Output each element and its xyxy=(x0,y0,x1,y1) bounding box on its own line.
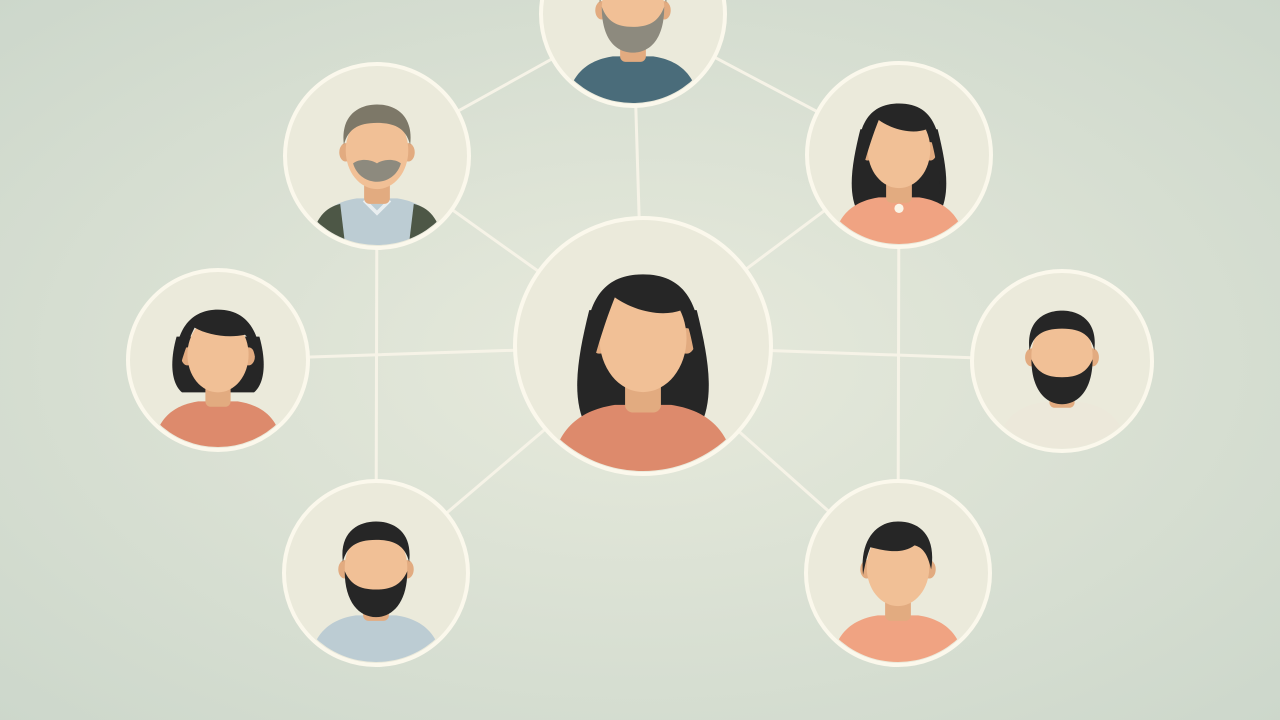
avatar-figure xyxy=(997,310,1127,448)
shirt xyxy=(153,401,283,447)
beard xyxy=(344,571,408,618)
person-node-center-woman xyxy=(513,216,773,476)
bearded-man-avatar-icon xyxy=(566,0,700,103)
hair-top xyxy=(1029,310,1095,351)
woman-long-hair-avatar-icon xyxy=(550,274,736,471)
shirt xyxy=(309,615,443,662)
bearded-man-avatar-icon xyxy=(309,521,443,662)
hair-front xyxy=(857,103,941,185)
hair-front xyxy=(175,309,261,380)
hair-top xyxy=(343,104,411,145)
collar xyxy=(362,198,392,216)
avatar-figure xyxy=(153,309,283,447)
shirt xyxy=(997,402,1127,448)
mustache xyxy=(353,159,401,182)
hair-front xyxy=(862,521,933,575)
bearded-man-avatar-icon xyxy=(997,310,1127,448)
woman-bob-hair-avatar-icon xyxy=(153,309,283,447)
shirt xyxy=(566,56,700,103)
person-nodes xyxy=(126,0,1154,667)
woman-short-hair-avatar-icon xyxy=(831,521,965,662)
person-node-right-man xyxy=(970,269,1154,453)
person-node-upper-right-woman xyxy=(805,61,993,249)
person-node-lower-right-woman xyxy=(804,479,992,667)
avatar-figure xyxy=(832,103,966,244)
face xyxy=(344,528,408,607)
person-node-top-man xyxy=(539,0,727,108)
shirt xyxy=(831,615,965,662)
person-node-upper-left-man xyxy=(283,62,471,250)
avatar-figure xyxy=(309,521,443,662)
avatar-figure xyxy=(550,274,736,471)
shirt xyxy=(832,197,966,244)
woman-long-hair-avatar-icon xyxy=(832,103,966,244)
avatar-figure xyxy=(831,521,965,662)
beard xyxy=(601,6,665,53)
hair-front xyxy=(584,274,702,387)
face xyxy=(1031,317,1093,394)
beard xyxy=(1031,359,1093,405)
necklace-pendant xyxy=(894,203,904,213)
avatar-figure xyxy=(566,0,700,103)
person-node-left-woman xyxy=(126,268,310,452)
hair-top xyxy=(342,521,410,562)
shirt xyxy=(550,404,736,471)
person-node-lower-left-man xyxy=(282,479,470,667)
